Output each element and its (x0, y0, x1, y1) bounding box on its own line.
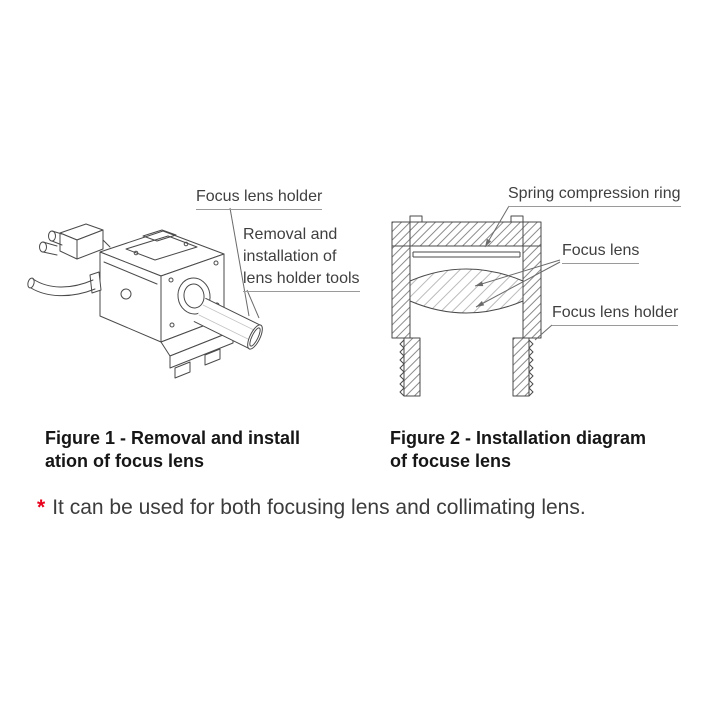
leader-lines (229, 205, 561, 341)
figure2-caption-line2: of focuse lens (390, 451, 512, 471)
label-text-line2: installation of (243, 248, 337, 265)
label-removal-tools: Removal and installation of lens holder … (243, 224, 360, 292)
label-text: Spring compression ring (508, 185, 681, 202)
label-text: Focus lens holder (196, 188, 323, 205)
figure1-caption-line1: Figure 1 - Removal and install (45, 428, 301, 448)
label-text-line1: Removal and (243, 226, 338, 243)
asterisk-marker: * (37, 496, 46, 519)
label-text-line3: lens holder tools (243, 270, 360, 287)
figure1-caption-line2: ation of focus lens (45, 451, 205, 471)
figure2-caption-line1: Figure 2 - Installation diagram (390, 428, 647, 448)
figure1-drawing (27, 223, 263, 379)
footnote: * It can be used for both focusing lens a… (37, 496, 586, 520)
label-text: Focus lens holder (552, 304, 679, 321)
label-spring-compression-ring: Spring compression ring (508, 183, 681, 207)
footnote-text: It can be used for both focusing lens an… (52, 496, 586, 519)
label-text: Focus lens (562, 242, 640, 259)
figure2-drawing (391, 215, 542, 397)
label-focus-lens-holder-fig1: Focus lens holder (196, 186, 323, 210)
label-focus-lens-holder-fig2: Focus lens holder (552, 302, 679, 326)
figure1-caption: Figure 1 - Removal and install ation of … (45, 427, 300, 473)
figure2-caption: Figure 2 - Installation diagram of focus… (390, 427, 646, 473)
label-focus-lens: Focus lens (562, 240, 640, 264)
